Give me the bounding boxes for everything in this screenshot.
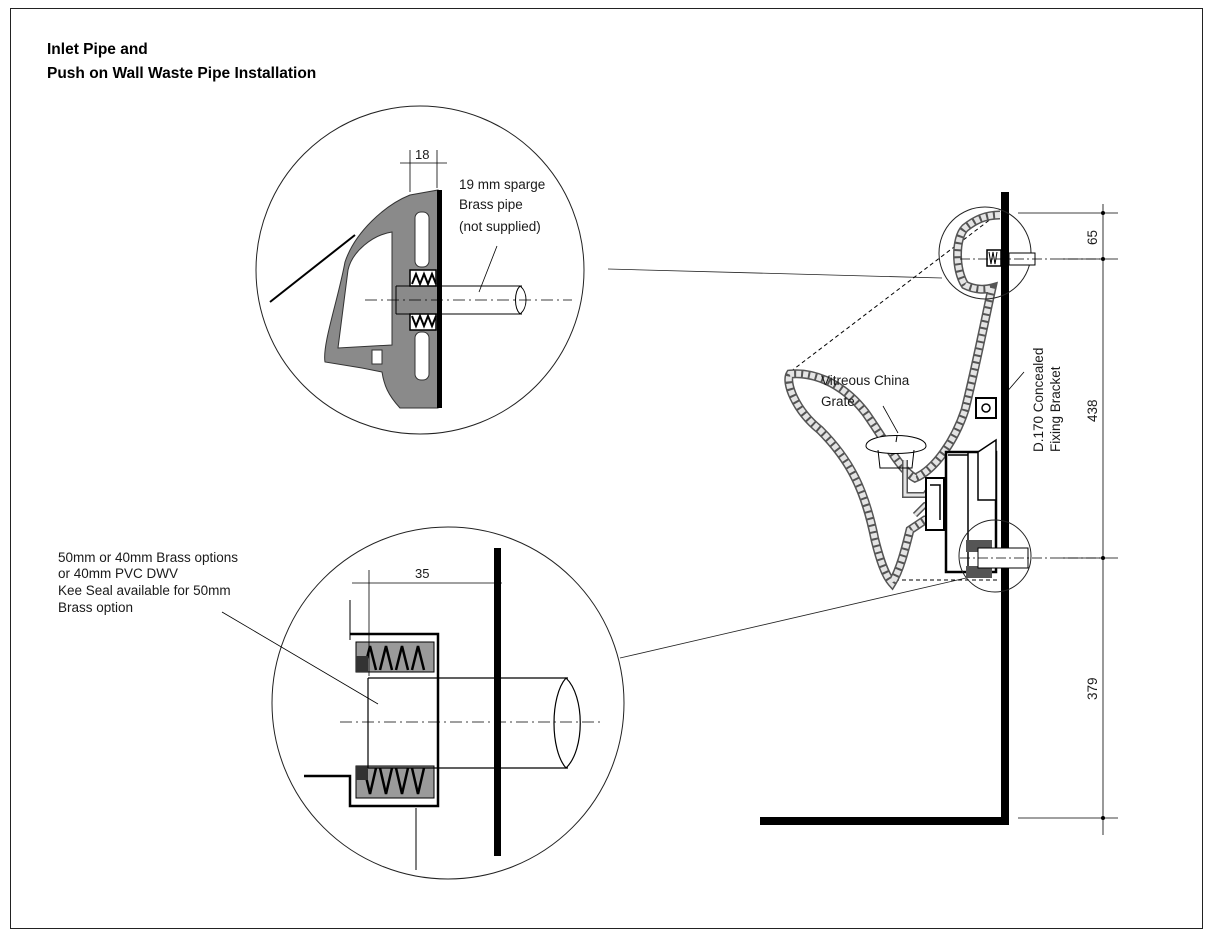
dimension-438: 438: [1085, 399, 1100, 422]
waste-seal-bottom: [355, 765, 435, 799]
inlet-detail: 18 19 mm sparge Brass pipe (not supplied…: [255, 105, 585, 435]
waste-dimension-35: 35: [352, 566, 502, 676]
waste-label-leader: [221, 611, 379, 705]
inlet-seal: [409, 269, 437, 331]
bracket-label: D.170 Concealed Fixing Bracket: [1031, 344, 1063, 452]
page-title-line-2: Push on Wall Waste Pipe Installation: [47, 65, 317, 82]
inlet-slot: [414, 331, 430, 381]
wall-and-floor: [760, 192, 1009, 825]
waste-callout-circle: [958, 519, 1032, 593]
page-title-line-1: Inlet Pipe and: [47, 41, 148, 58]
waste-connector-line: [619, 577, 967, 659]
dimension-379: 379: [1085, 677, 1100, 700]
inlet-diagonal-line: [269, 234, 356, 303]
inlet-label-leader: [478, 245, 498, 293]
inlet-label: 19 mm sparge Brass pipe (not supplied): [459, 177, 549, 234]
inlet-wall: [437, 190, 442, 408]
inlet-spreader: [960, 249, 1100, 267]
page-border: [10, 8, 1203, 929]
waste-callout-pipe: [960, 540, 1100, 578]
inlet-slot: [371, 349, 383, 365]
waste-pipe-end: [553, 677, 581, 769]
inlet-slot: [414, 211, 430, 268]
bracket-leader: [1004, 371, 1025, 395]
waste-dimension-label: 35: [415, 566, 429, 581]
waste-seal-housing: [304, 632, 440, 808]
grate-leader: [882, 405, 899, 434]
waste-detail: 35: [221, 526, 625, 880]
vertical-dimension: 65 438 379: [1018, 204, 1118, 835]
dimension-65: 65: [1085, 230, 1100, 245]
urinal-side-view: Vitreous China Grate D.170 Concealed Fix…: [760, 192, 1100, 825]
waste-wall: [494, 548, 501, 856]
inlet-connector-line: [607, 268, 943, 279]
waste-label: 50mm or 40mm Brass options or 40mm PVC D…: [58, 550, 242, 615]
waste-pipe: [367, 677, 568, 769]
inlet-dimension-18: 18: [400, 147, 447, 192]
urinal-dashed-outline: [789, 211, 1001, 581]
vitreous-china-grate: [865, 405, 927, 469]
inlet-dimension-label: 18: [415, 147, 429, 162]
grate-label: Vitreous China Grate: [821, 373, 913, 409]
inlet-inner-cavity: [337, 231, 393, 349]
fixing-bracket: [975, 371, 1025, 419]
waste-seal-top: [355, 641, 435, 673]
